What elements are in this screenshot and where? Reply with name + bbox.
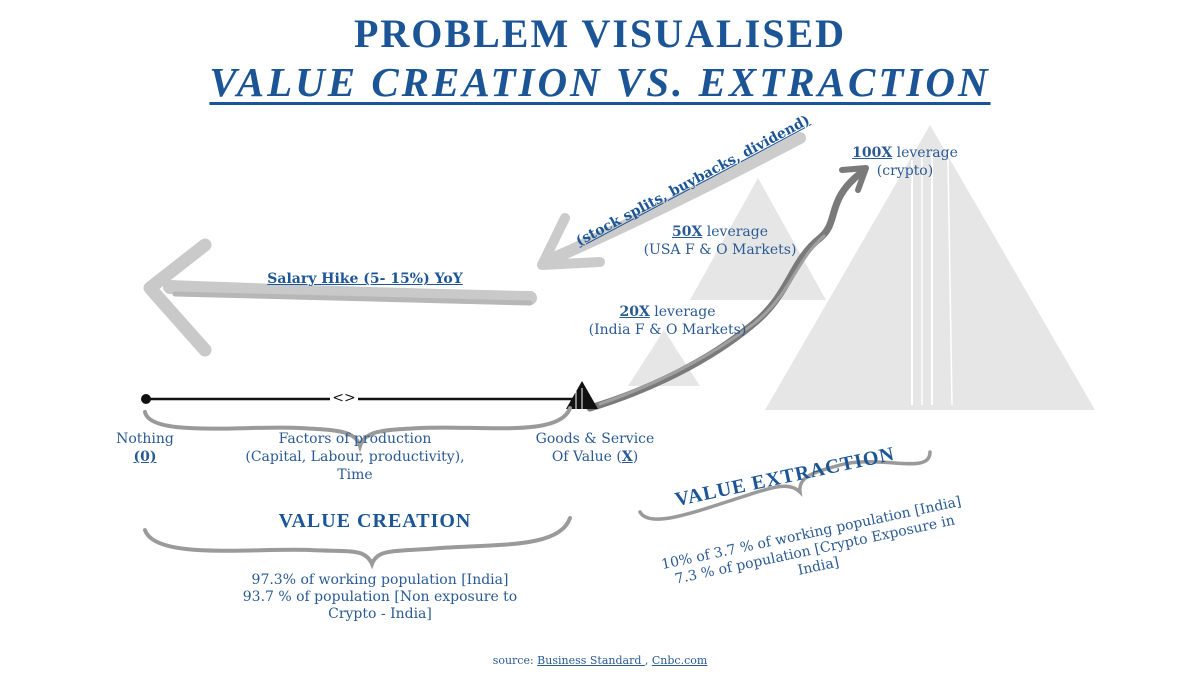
salary-arrow	[143, 238, 537, 357]
factors-label: Factors of production (Capital, Labour, …	[245, 431, 465, 483]
value-creation-heading: VALUE CREATION	[278, 510, 472, 532]
corporate-actions-arrow	[537, 132, 806, 270]
nothing-label: Nothing (0)	[116, 431, 174, 465]
axis-midpoint-symbol: <>	[330, 390, 358, 406]
axis-start-dot	[141, 394, 151, 404]
source-citation: source: Business Standard , Cnbc.com	[492, 654, 708, 667]
goods-label: Goods & Service Of Value (X)	[535, 431, 655, 465]
pyramid-large-stripe	[947, 159, 953, 406]
leverage-usa-label: 50X leverage (USA F & O Markets)	[643, 224, 797, 258]
source-link-cnbc[interactable]: Cnbc.com	[651, 654, 708, 667]
page-subtitle: VALUE CREATION VS. EXTRACTION	[209, 59, 991, 105]
source-link-business-standard[interactable]: Business Standard	[537, 654, 645, 667]
page-title: PROBLEM VISUALISED	[353, 11, 847, 56]
leverage-india-label: 20X leverage (India F & O Markets)	[588, 304, 747, 338]
leverage-crypto-label: 100X leverage (crypto)	[852, 145, 958, 179]
value-creation-text: 97.3% of working population [India] 93.7…	[242, 572, 518, 622]
pyramid-large	[765, 125, 1095, 410]
value-creation-brace	[143, 516, 572, 570]
value-extraction-brace	[638, 450, 932, 521]
leverage-arrow	[586, 165, 869, 412]
salary-hike-label: Salary Hike (5- 15%) YoY	[267, 271, 463, 287]
axis-brace	[143, 406, 572, 453]
